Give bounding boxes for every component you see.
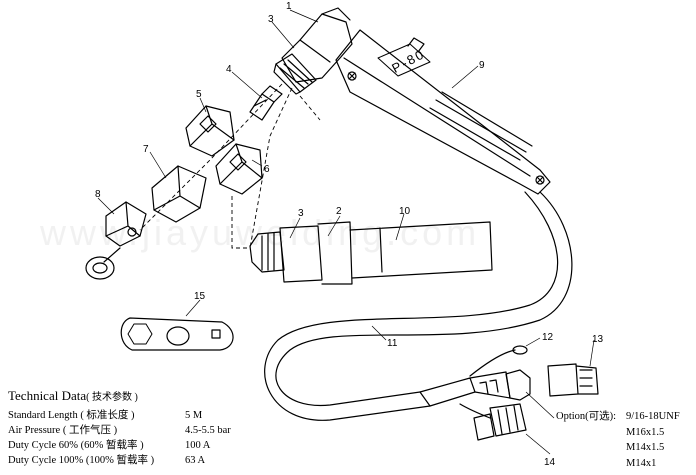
option-values: 9/16-18UNF M16x1.5 M14x1.5 M14x1 bbox=[626, 409, 680, 471]
technical-data-title-zh: ( 技术参数 ) bbox=[86, 392, 138, 403]
leader-lines bbox=[97, 9, 595, 455]
callout-12: 12 bbox=[542, 332, 554, 343]
callout-6: 6 bbox=[264, 164, 270, 175]
callout-7: 7 bbox=[143, 144, 149, 155]
torch-cable bbox=[264, 191, 573, 421]
technical-data-title: Technical Data( 技术参数 ) bbox=[8, 388, 338, 404]
spacer-tool bbox=[85, 201, 147, 280]
option-value: 9/16-18UNF bbox=[626, 411, 680, 422]
callout-14: 14 bbox=[544, 457, 556, 468]
option-value: M14x1 bbox=[626, 457, 657, 469]
tech-value: 100 A bbox=[185, 440, 211, 451]
callout-2: 2 bbox=[336, 206, 342, 217]
option-value: M14x1.5 bbox=[626, 442, 665, 453]
tech-label: Duty Cycle 100% (100% 暂载率 ) bbox=[8, 455, 155, 466]
callout-15: 15 bbox=[194, 291, 206, 302]
callout-8: 8 bbox=[95, 189, 101, 200]
callout-13: 13 bbox=[592, 334, 604, 345]
tech-label: Duty Cycle 60% (60% 暂载率 ) bbox=[8, 440, 144, 451]
torch-head-assembly bbox=[273, 7, 353, 95]
assembly-guide-lines bbox=[139, 83, 321, 249]
front-connector-assembly bbox=[249, 221, 493, 285]
tech-label: Standard Length ( 标准长度 ) bbox=[8, 410, 135, 421]
callout-3-top: 3 bbox=[268, 14, 274, 25]
callout-3-lower: 3 bbox=[298, 208, 304, 219]
tech-row-duty-cycle-100: Duty Cycle 100% (100% 暂载率 ) 63 A bbox=[8, 453, 338, 468]
shield-cup bbox=[151, 165, 207, 223]
adapter-fitting bbox=[547, 363, 599, 397]
tech-label: Air Pressure ( 工作气压 ) bbox=[8, 425, 118, 436]
tech-row-air-pressure: Air Pressure ( 工作气压 ) 4.5-5.5 bar bbox=[8, 423, 338, 438]
nozzle-5 bbox=[185, 105, 235, 157]
nozzle-6 bbox=[215, 143, 263, 195]
tech-value: 5 M bbox=[185, 410, 203, 421]
cable-connector bbox=[419, 345, 531, 441]
tech-row-duty-cycle-60: Duty Cycle 60% (60% 暂载率 ) 100 A bbox=[8, 438, 338, 453]
tech-value: 4.5-5.5 bar bbox=[185, 425, 231, 436]
callout-4: 4 bbox=[226, 64, 232, 75]
spanner-tool bbox=[120, 317, 234, 351]
option-label: Option(可选): bbox=[556, 411, 617, 422]
callout-11: 11 bbox=[387, 338, 398, 349]
callout-numbers: 1 3 4 5 6 7 8 9 3 2 10 11 12 13 14 15 bbox=[95, 1, 604, 468]
torch-handle bbox=[335, 29, 551, 195]
electrode bbox=[249, 85, 283, 121]
callout-9: 9 bbox=[479, 60, 485, 71]
tech-row-standard-length: Standard Length ( 标准长度 ) 5 M bbox=[8, 408, 338, 423]
technical-data-panel: Technical Data( 技术参数 ) Standard Length (… bbox=[8, 388, 338, 468]
technical-data-title-en: Technical Data bbox=[8, 388, 87, 403]
callout-10: 10 bbox=[399, 206, 411, 217]
option-value: M16x1.5 bbox=[626, 426, 665, 438]
callout-1: 1 bbox=[286, 1, 292, 12]
callout-5: 5 bbox=[196, 89, 202, 100]
tech-value: 63 A bbox=[185, 455, 206, 466]
